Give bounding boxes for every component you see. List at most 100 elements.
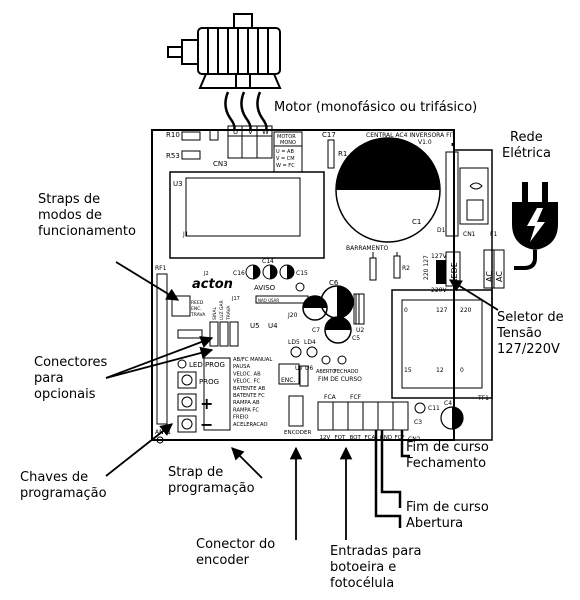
antenna-pad (156, 436, 164, 444)
led-prog (177, 359, 187, 369)
label-u2: U2 (356, 327, 364, 334)
label-c6: C6 (329, 279, 339, 287)
label-u4: U4 (268, 322, 278, 330)
arrow-chaves (105, 423, 173, 477)
fuse-area (445, 151, 489, 237)
terminal-label: BOT (350, 435, 362, 441)
option-connectors (209, 321, 239, 347)
arrow-conectores-1 (105, 336, 214, 379)
label-nao-usar: NAO USAR (258, 298, 279, 303)
callout-fim-ab-1: Fim de curso (406, 500, 489, 515)
motor-map-2: V = CM (276, 156, 295, 162)
tf-pin-0: 0 (404, 307, 408, 314)
display-u3 (169, 171, 325, 259)
label-d1: D1 (437, 227, 446, 234)
cap-c17 (327, 139, 335, 169)
callout-encoder: Conector do encoder (196, 537, 275, 569)
callout-chaves-1: Chaves de (20, 470, 89, 485)
led-aberto (321, 355, 331, 365)
callout-strap-prog: Strap de programação (168, 465, 255, 497)
label-barramento: BARRAMENTO (346, 245, 389, 252)
menu-item: PAUSA (233, 364, 251, 370)
motor-map-1: U = AB (276, 149, 294, 155)
terminal-slot (377, 401, 394, 431)
tf-pin-15: 15 (404, 367, 412, 374)
program-buttons (177, 371, 197, 433)
board-version: V1.0 (418, 139, 432, 146)
label-c7: C7 (312, 327, 320, 334)
label-220-127: 220 127 (423, 255, 430, 280)
caps-c14-c16 (245, 264, 295, 280)
menu-item: BATENTE AB (233, 386, 266, 392)
label-u3: U3 (173, 180, 183, 188)
led-ld5 (290, 346, 302, 358)
motor-icon (167, 13, 282, 89)
callout-fim-ab-2: Abertura (406, 516, 464, 531)
arrow-seletor (448, 279, 499, 311)
callout-entradas-3: fotocélula (330, 576, 395, 591)
label-c5: C5 (352, 335, 360, 342)
callout-straps: Straps de modos de funcionamento (38, 192, 136, 240)
power-plug-icon (512, 182, 558, 270)
label-cn3: CN3 (213, 160, 228, 168)
callout-rede: Rede Elétrica (502, 130, 551, 162)
label-enc: ENC. (281, 377, 295, 384)
callout-entradas-2: botoeira e (330, 560, 397, 575)
svg-text:J2: J2 (203, 271, 209, 277)
menu-item: VELOC. FC (233, 379, 261, 385)
label-encoder: ENCODER (284, 430, 311, 436)
label-aberto: ABERTO (316, 369, 336, 375)
callout-encoder-1: Conector do (196, 537, 276, 552)
label-r2: R2 (402, 265, 410, 272)
terminal-label: 12V (320, 435, 331, 441)
label-ld4: LD4 (304, 339, 316, 346)
rf-module (156, 273, 168, 425)
display-window (185, 177, 301, 237)
reed-block (171, 295, 191, 317)
callout-encoder-2: encoder (196, 553, 249, 568)
menu-item: FREIO (233, 415, 248, 421)
label-aviso: AVISO (254, 284, 276, 292)
terminal-slot (362, 401, 379, 431)
label-fechado: FECHADO (334, 369, 359, 375)
leader-fim-fech (400, 430, 410, 458)
label-c4: C4 (444, 400, 452, 407)
strap-col-2: LUZ GAR (219, 300, 225, 320)
term-v: V (248, 128, 253, 136)
label-fca: FCA (324, 394, 337, 401)
callout-chaves: Chaves de programação (20, 470, 107, 502)
callout-conectores: Conectores para opcionais (34, 355, 107, 403)
tf-pin-12: 12 (436, 367, 444, 374)
label-rede: REDE (450, 262, 459, 284)
capacitor-c1 (335, 137, 441, 243)
minus-key-label: − (200, 415, 213, 434)
strap-col-1: SINAL (212, 306, 218, 320)
reed-2: ENC. (191, 306, 202, 312)
label-d1-top: ▪ (451, 141, 455, 148)
arrow-strap-prog (231, 447, 263, 479)
u6-chip (299, 365, 309, 387)
label-fim-curso: FIM DE CURSO (318, 376, 362, 383)
label-r53: R53 (166, 152, 180, 160)
transformer-core (401, 299, 483, 389)
callout-chaves-2: programação (20, 486, 107, 501)
callout-conectores-1: Conectores (34, 355, 108, 370)
callout-straps-2: modos de (38, 208, 102, 223)
led-fechado (337, 355, 347, 365)
u7-chip (278, 363, 300, 385)
callout-conectores-3: opcionais (34, 387, 96, 402)
voltage-selector-switch (436, 260, 446, 284)
callout-rede-1: Rede (510, 130, 543, 145)
label-r10: R10 (166, 131, 180, 139)
callout-seletor-2: Tensão (497, 326, 542, 341)
led-ld4 (306, 346, 318, 358)
label-fcf: FCF (350, 394, 362, 401)
menu-item: RAMPA AB (233, 400, 260, 406)
label-j1: J1 (182, 231, 189, 238)
motor-mono-2: MONO (280, 140, 296, 146)
arrow-conectores-2 (105, 346, 214, 379)
label-led-prog: LED PROG (189, 361, 225, 369)
brand-logo: acton (192, 277, 233, 292)
